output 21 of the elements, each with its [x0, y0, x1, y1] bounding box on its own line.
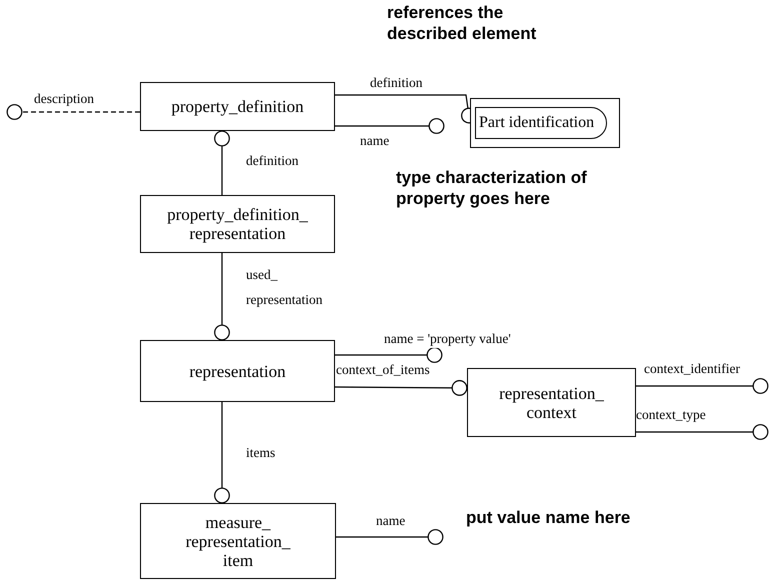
relationship-line	[214, 402, 230, 504]
relationship-line	[336, 529, 444, 545]
entity-box: property_definition	[140, 82, 335, 131]
relationship-line	[335, 347, 442, 363]
relationship-line	[214, 130, 230, 195]
entity-box: measure_ representation_ item	[140, 503, 336, 579]
annotation-note: type characterization of property goes here	[396, 167, 588, 209]
dashed-relationship-line	[6, 104, 140, 120]
relationship-line	[636, 424, 768, 440]
annotation-note: references the described element	[387, 2, 538, 44]
annotation-note: put value name here	[466, 507, 632, 528]
relationship-line	[335, 118, 444, 134]
relationship-line	[214, 253, 230, 340]
relationship-line	[335, 380, 468, 396]
entity-box: representation_ context	[467, 368, 636, 437]
edge-label: context_of_items	[336, 361, 430, 379]
entity-box: representation	[140, 340, 335, 402]
relationship-line	[636, 378, 768, 394]
entity-reference-label: Part identification	[475, 107, 608, 139]
entity-box: property_definition_ representation	[140, 195, 335, 253]
entity-reference-frame	[470, 98, 620, 148]
